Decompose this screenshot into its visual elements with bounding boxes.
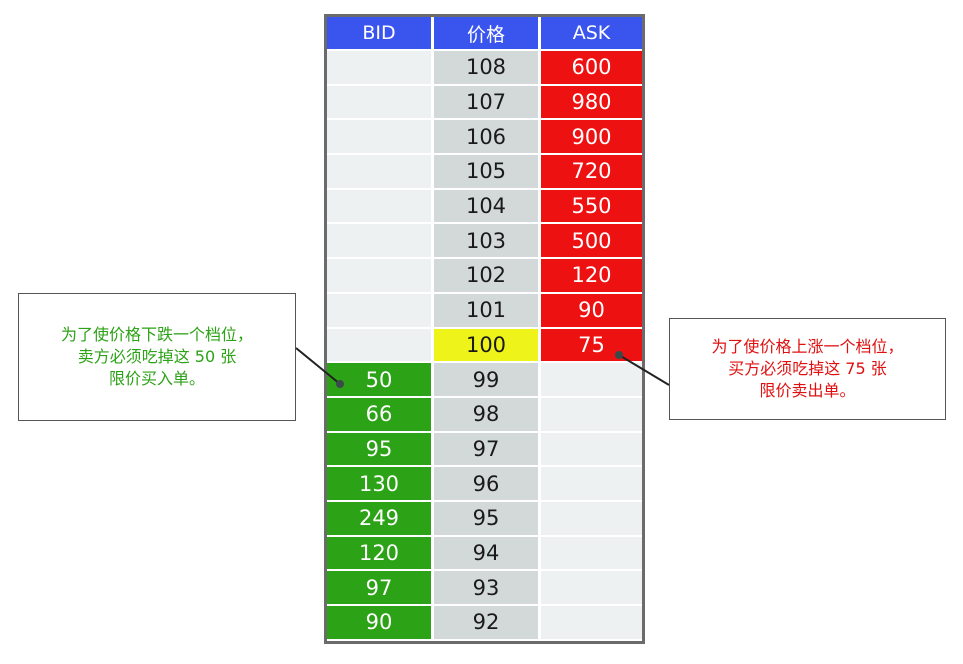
ask-cell: [541, 536, 642, 572]
price-cell: 93: [434, 571, 538, 606]
bid-cell: [327, 293, 431, 329]
callout-line: 限价买入单。: [108, 369, 205, 388]
bid-cell: 97: [327, 571, 431, 606]
ask-cell: 720: [541, 155, 642, 190]
bid-cell: [327, 155, 431, 190]
ask-cell: 500: [541, 224, 642, 260]
price-cell: 92: [434, 606, 538, 641]
callout-line: 卖方必须吃掉这 50 张: [77, 347, 237, 366]
ask-cell: 550: [541, 189, 642, 225]
bid-cell: 50: [327, 363, 431, 398]
ask-cell: [541, 501, 642, 537]
ask-cell: [541, 606, 642, 641]
price-cell: 103: [434, 224, 538, 260]
price-cell: 99: [434, 363, 538, 398]
ask-cell: 75: [541, 328, 642, 364]
price-cell: 96: [434, 467, 538, 502]
ask-cell: 600: [541, 51, 642, 86]
callout-line: 限价卖出单。: [759, 381, 856, 400]
ask-cell: [541, 397, 642, 433]
bid-cell: [327, 189, 431, 225]
callout-line: 为了使价格上涨一个档位，: [711, 337, 904, 356]
bid-cell: [327, 259, 431, 294]
ask-cell: [541, 363, 642, 398]
callout-line: 买方必须吃掉这 75 张: [728, 359, 887, 378]
bid-cell: [327, 224, 431, 260]
price-cell: 107: [434, 85, 538, 121]
bid-cell: 90: [327, 606, 431, 641]
price-header: 价格: [434, 17, 538, 51]
price-cell: 94: [434, 536, 538, 572]
bid-cell: [327, 85, 431, 121]
bid-cell: [327, 328, 431, 364]
callout-line: 为了使价格下跌一个档位，: [60, 325, 253, 344]
ask-cell: [541, 571, 642, 606]
price-cell: 102: [434, 259, 538, 294]
ask-cell: [541, 432, 642, 468]
price-cell: 101: [434, 293, 538, 329]
price-cell: 97: [434, 432, 538, 468]
ask-cell: 980: [541, 85, 642, 121]
ask-cell: 120: [541, 259, 642, 294]
price-cell: 106: [434, 120, 538, 156]
bid-cell: 120: [327, 536, 431, 572]
bid-cell: [327, 51, 431, 86]
ask-header: ASK: [541, 17, 642, 51]
bid-cell: 249: [327, 501, 431, 537]
sell-side-callout: 为了使价格下跌一个档位， 卖方必须吃掉这 50 张 限价买入单。: [18, 293, 296, 421]
bid-cell: 95: [327, 432, 431, 468]
bid-header: BID: [327, 17, 431, 51]
bid-cell: [327, 120, 431, 156]
price-cell: 108: [434, 51, 538, 86]
current-price-cell: 100: [434, 328, 538, 364]
price-cell: 105: [434, 155, 538, 190]
price-cell: 98: [434, 397, 538, 433]
ask-cell: 900: [541, 120, 642, 156]
ask-cell: [541, 467, 642, 502]
price-cell: 104: [434, 189, 538, 225]
ask-cell: 90: [541, 293, 642, 329]
price-cell: 95: [434, 501, 538, 537]
bid-cell: 66: [327, 397, 431, 433]
buy-side-callout: 为了使价格上涨一个档位， 买方必须吃掉这 75 张 限价卖出单。: [669, 318, 946, 420]
bid-cell: 130: [327, 467, 431, 502]
